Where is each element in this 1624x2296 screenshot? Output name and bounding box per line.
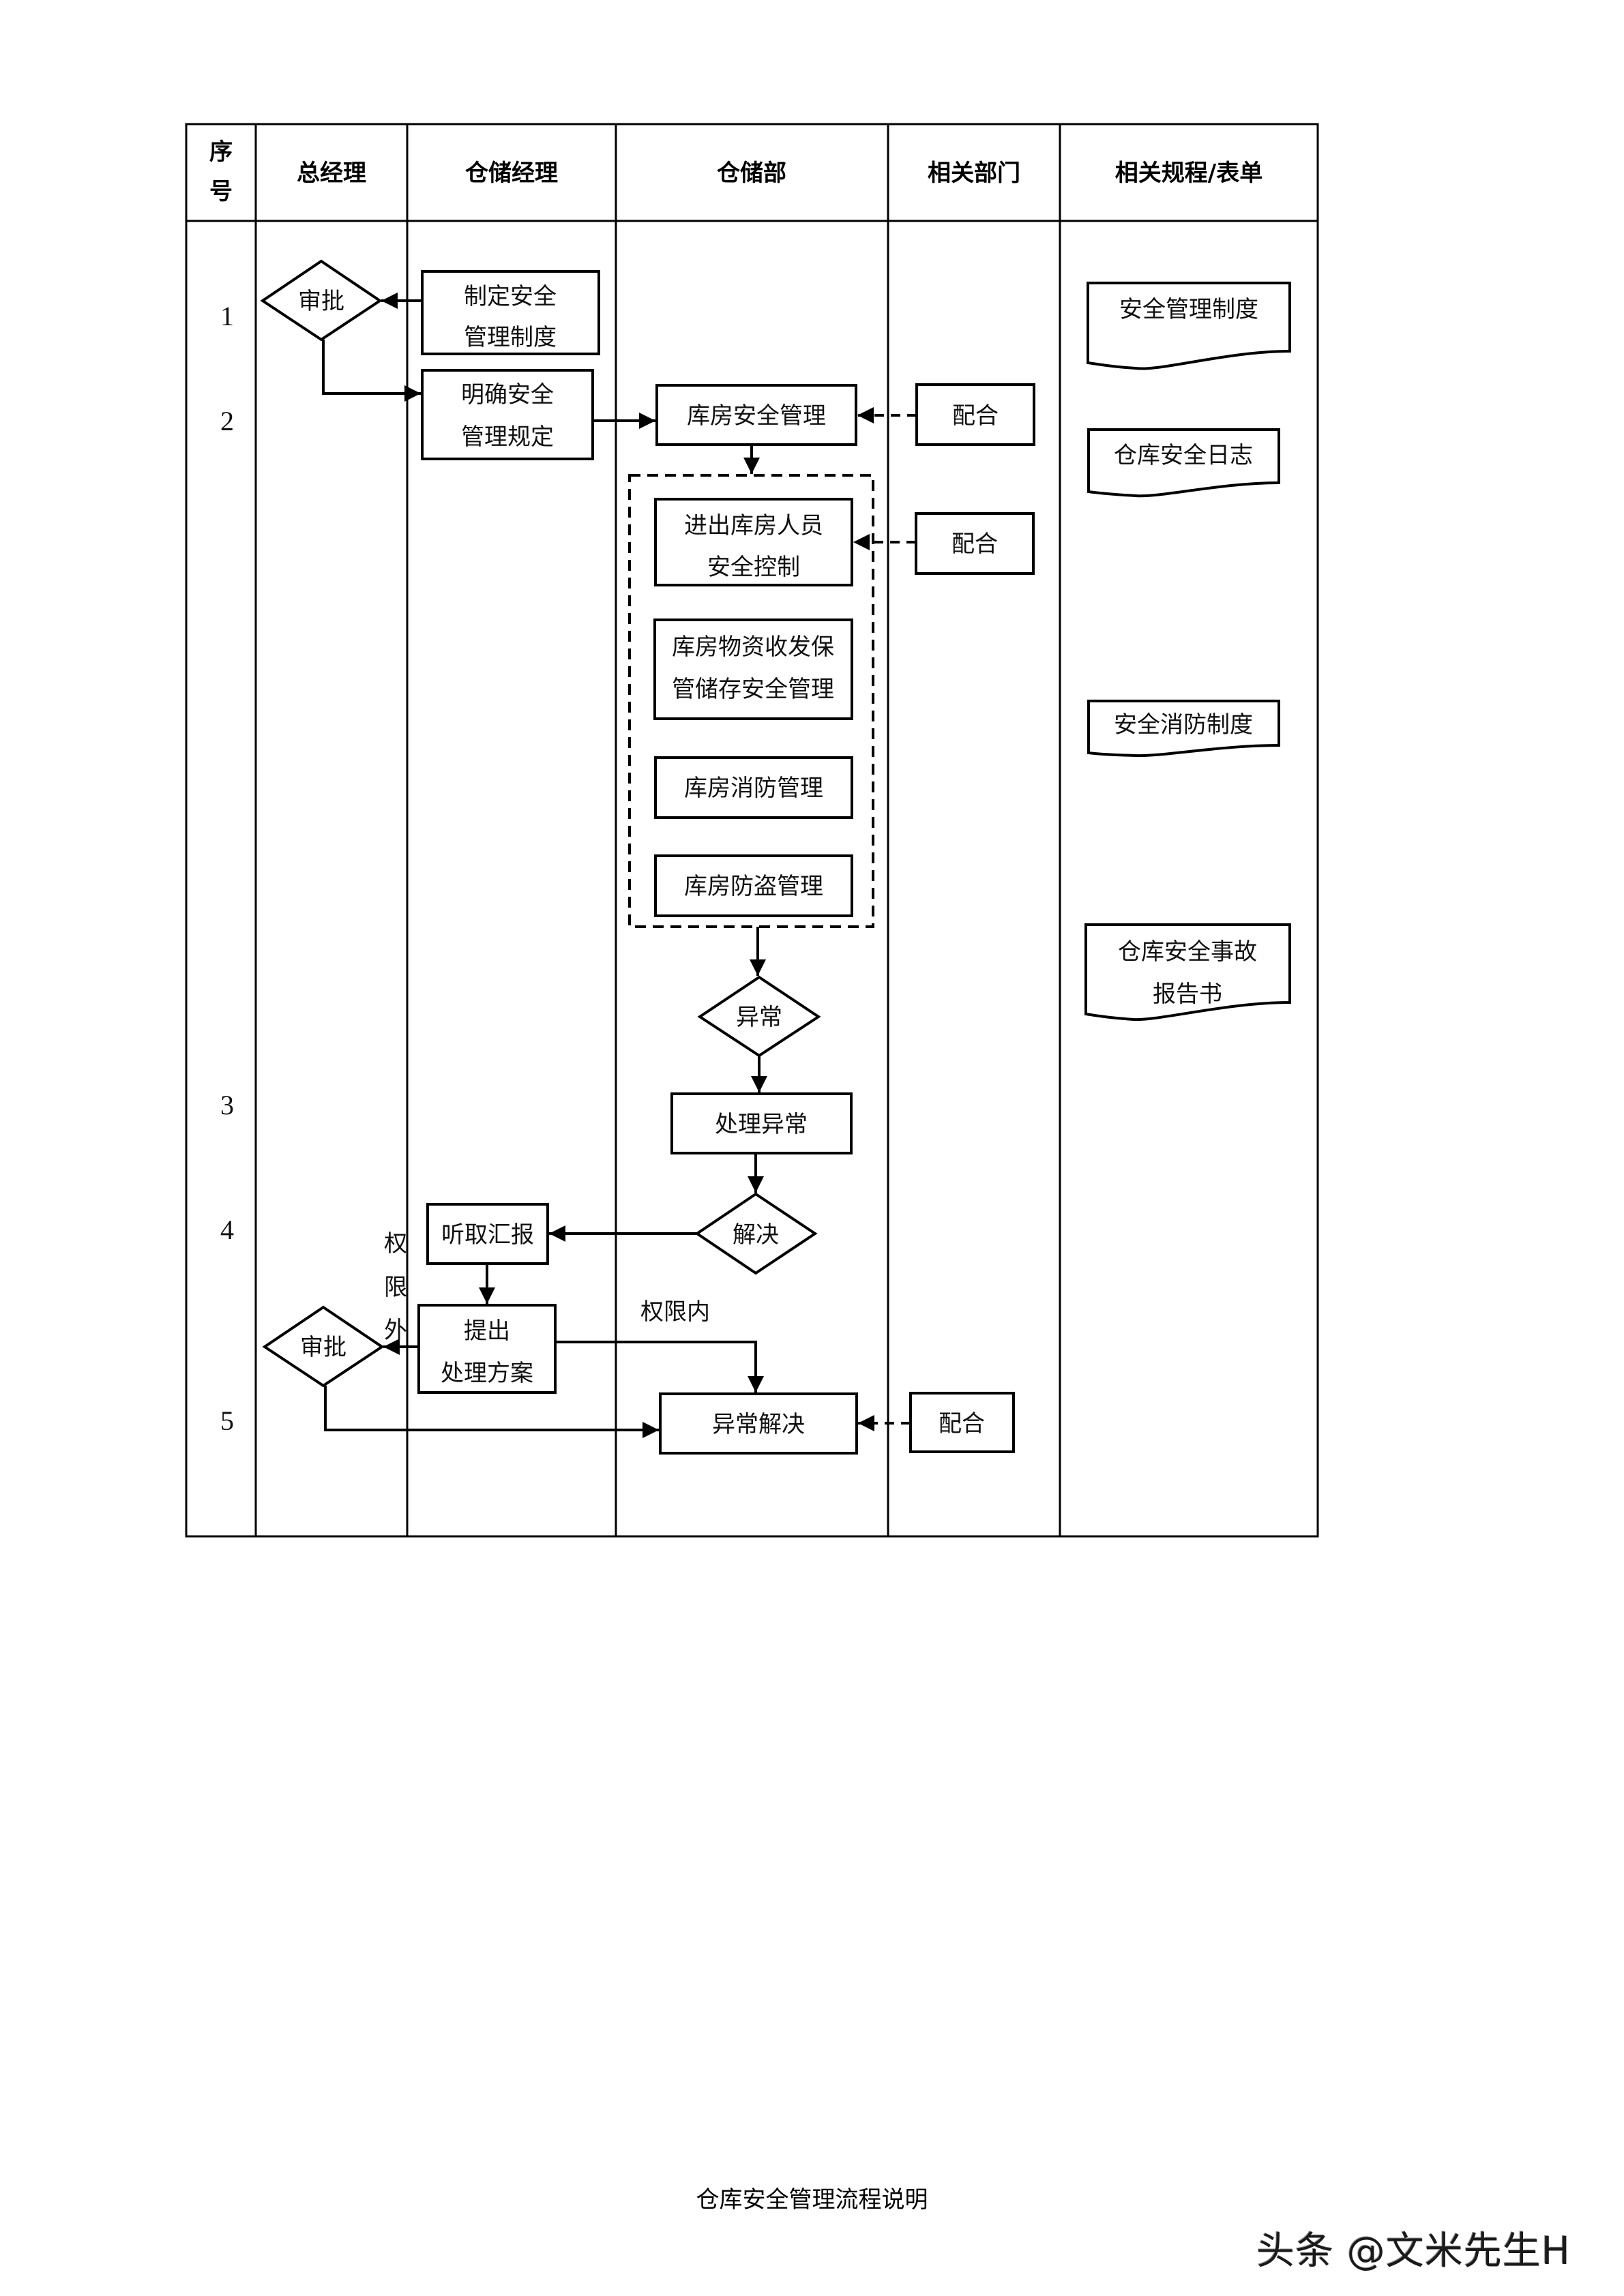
abnormal-decision-label: 异常 (736, 1004, 782, 1031)
header-seq-line-1: 序 (209, 138, 233, 166)
connector-plan-to-resolve-within-authority (555, 1341, 764, 1392)
swimlane-table (185, 123, 1319, 1538)
row-numbers: 1 2 3 4 5 (220, 301, 234, 1436)
header-storage-department: 仓储部 (717, 160, 786, 187)
header-general-manager: 总经理 (297, 160, 366, 187)
clarify-rules-box[interactable] (421, 369, 594, 460)
propose-plan-line-1: 提出 (464, 1317, 510, 1345)
handle-abnormal-box[interactable] (670, 1092, 853, 1154)
warehouse-safety-mgmt-box[interactable] (655, 384, 857, 446)
formulate-rules-line-1: 制定安全 (464, 283, 557, 310)
clarify-rules-line-1: 明确安全 (461, 381, 554, 408)
theft-mgmt-box[interactable] (654, 854, 853, 917)
fire-mgmt-box[interactable] (654, 756, 853, 819)
personnel-control-line-1: 进出库房人员 (684, 512, 823, 539)
row-number-1: 1 (220, 301, 234, 331)
cooperate-box-3[interactable] (909, 1392, 1015, 1453)
handle-abnormal-label: 处理异常 (715, 1111, 808, 1138)
header-related-departments: 相关部门 (928, 160, 1020, 187)
connector-approve-2-to-resolve (324, 1386, 659, 1438)
outside-authority-char-2: 限 (384, 1274, 407, 1301)
doc-fire-rules-label: 安全消防制度 (1114, 711, 1253, 739)
materials-mgmt-line-1: 库房物资收发保 (672, 633, 834, 661)
warehouse-safety-mgmt-label: 库房安全管理 (687, 402, 826, 430)
row-number-4: 4 (220, 1214, 234, 1245)
activity-group-dashed-box (628, 474, 874, 928)
resolved-decision-label: 解决 (733, 1221, 779, 1249)
cooperate-box-1[interactable] (915, 383, 1035, 446)
connector-approve-to-clarify (322, 340, 421, 402)
header-storage-manager: 仓储经理 (465, 160, 558, 187)
doc-safety-rules-label: 安全管理制度 (1119, 296, 1258, 323)
resolved-decision[interactable] (694, 1192, 818, 1275)
watermark: 头条 @文米先生H (1256, 2229, 1571, 2273)
cooperate-3-label: 配合 (939, 1410, 985, 1437)
approve-decision-2[interactable] (262, 1305, 385, 1388)
personnel-control-box[interactable] (654, 498, 853, 586)
doc-accident-report-line-1: 仓库安全事故 (1118, 938, 1257, 966)
hear-report-box[interactable] (426, 1203, 549, 1265)
document-shape-accident-report[interactable] (1084, 923, 1291, 1022)
doc-safety-log-label: 仓库安全日志 (1114, 442, 1253, 469)
header-seq-line-2: 号 (209, 178, 233, 205)
cooperate-box-2[interactable] (915, 512, 1035, 575)
formulate-rules-line-2: 管理制度 (464, 324, 557, 351)
cooperate-1-label: 配合 (952, 402, 999, 430)
formulate-rules-box[interactable] (421, 270, 600, 355)
theft-mgmt-label: 库房防盗管理 (684, 873, 823, 900)
doc-accident-report-line-2: 报告书 (1153, 981, 1222, 1008)
cooperate-2-label: 配合 (951, 531, 998, 558)
document-shape-fire-rules[interactable] (1087, 700, 1280, 758)
approve-2-label: 审批 (300, 1334, 346, 1361)
outside-authority-char-3: 外 (384, 1317, 407, 1344)
table-border (185, 123, 1319, 1538)
table-header: 序 号 总经理 仓储经理 仓储部 相关部门 相关规程/表单 (209, 138, 1263, 205)
approve-decision-1[interactable] (260, 259, 383, 342)
approve-1-label: 审批 (298, 288, 344, 315)
within-authority-label: 权限内 (640, 1298, 710, 1326)
materials-mgmt-box[interactable] (653, 618, 853, 720)
row-number-2: 2 (220, 406, 234, 436)
header-related-procedures-forms: 相关规程/表单 (1115, 160, 1263, 187)
fire-mgmt-label: 库房消防管理 (684, 775, 823, 802)
clarify-rules-line-2: 管理规定 (461, 423, 554, 451)
document-footer-title: 仓库安全管理流程说明 (696, 2186, 928, 2213)
row-number-5: 5 (220, 1405, 234, 1436)
propose-plan-box[interactable] (417, 1304, 557, 1394)
materials-mgmt-line-2: 管储存安全管理 (672, 676, 834, 703)
resolve-abnormal-label: 异常解决 (712, 1411, 805, 1438)
document-shape-safety-rules[interactable] (1087, 282, 1291, 370)
hear-report-label: 听取汇报 (441, 1221, 534, 1249)
resolve-abnormal-box[interactable] (659, 1392, 858, 1455)
personnel-control-line-2: 安全控制 (707, 554, 800, 581)
propose-plan-line-2: 处理方案 (441, 1360, 533, 1387)
outside-authority-char-1: 权 (384, 1230, 407, 1257)
row-number-3: 3 (220, 1090, 234, 1120)
document-shape-safety-log[interactable] (1087, 428, 1280, 498)
